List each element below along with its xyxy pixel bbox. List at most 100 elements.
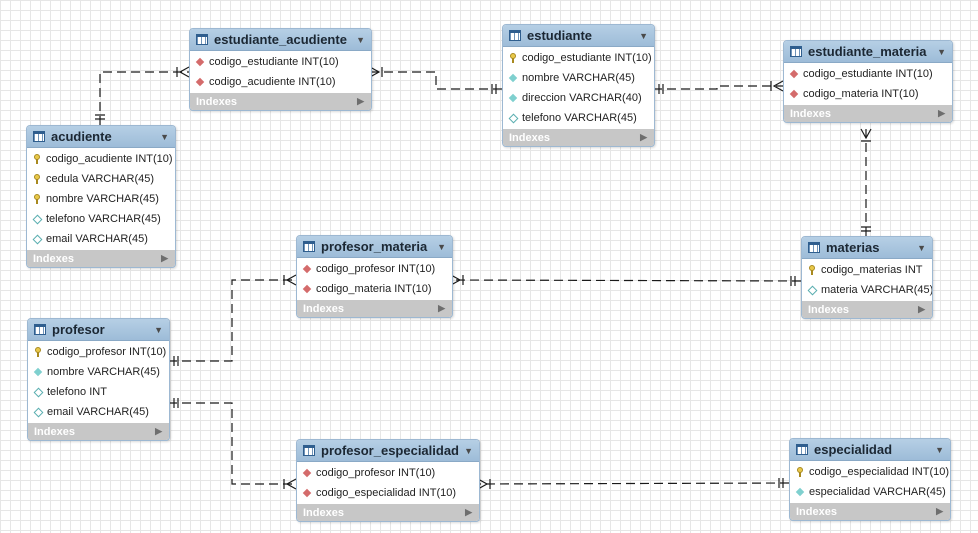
entity-title: estudiante_acudiente — [214, 32, 347, 47]
column-label: codigo_estudiante INT(10) — [803, 68, 933, 80]
nullable-column-icon — [33, 387, 43, 397]
table-icon — [808, 242, 820, 253]
column-row: codigo_materias INT — [802, 260, 932, 280]
entity-title: estudiante_materia — [808, 44, 927, 59]
indexes-section[interactable]: Indexes ▶ — [503, 129, 654, 146]
relationship-acudiente-estudiante-acudiente — [99, 71, 189, 125]
nullable-column-icon — [33, 407, 43, 417]
column-row: codigo_acudiente INT(10) — [27, 149, 175, 169]
indexes-section[interactable]: Indexes ▶ — [28, 423, 169, 440]
column-row: codigo_materia INT(10) — [297, 279, 452, 299]
entity-header[interactable]: profesor ▼ — [28, 319, 169, 341]
indexes-section[interactable]: Indexes ▶ — [297, 300, 452, 317]
column-attribute-icon — [795, 487, 805, 497]
indexes-label: Indexes — [790, 107, 831, 120]
entity-header[interactable]: estudiante_acudiente ▼ — [190, 29, 371, 51]
entity-title: estudiante — [527, 28, 593, 43]
relationship-profesor-profesor-materia — [168, 279, 296, 362]
expand-arrow-icon[interactable]: ▶ — [918, 304, 925, 314]
column-label: codigo_acudiente INT(10) — [209, 76, 336, 88]
collapse-arrow-icon[interactable]: ▼ — [160, 131, 169, 142]
expand-arrow-icon[interactable]: ▶ — [938, 108, 945, 118]
entity-header[interactable]: profesor_materia ▼ — [297, 236, 452, 258]
entity-header[interactable]: especialidad ▼ — [790, 439, 950, 461]
entity-header[interactable]: materias ▼ — [802, 237, 932, 259]
column-label: nombre VARCHAR(45) — [47, 366, 160, 378]
relationship-profesor-profesor-especialidad — [168, 402, 296, 485]
table-icon — [303, 241, 315, 252]
indexes-label: Indexes — [34, 425, 75, 438]
indexes-section[interactable]: Indexes ▶ — [802, 301, 932, 318]
column-row: especialidad VARCHAR(45) — [790, 482, 950, 502]
table-especialidad[interactable]: especialidad ▼ codigo_especialidad INT(1… — [789, 438, 951, 521]
foreign-key-icon — [302, 284, 312, 294]
column-row: nombre VARCHAR(45) — [503, 68, 654, 88]
column-row: telefono INT — [28, 382, 169, 402]
table-profesor-especialidad[interactable]: profesor_especialidad ▼ codigo_profesor … — [296, 439, 480, 522]
indexes-section[interactable]: Indexes ▶ — [784, 105, 952, 122]
indexes-label: Indexes — [33, 252, 74, 265]
table-estudiante-materia[interactable]: estudiante_materia ▼ codigo_estudiante I… — [783, 40, 953, 123]
column-row: codigo_profesor INT(10) — [28, 342, 169, 362]
many-marker — [477, 478, 491, 490]
indexes-label: Indexes — [303, 506, 344, 519]
table-profesor[interactable]: profesor ▼ codigo_profesor INT(10) nombr… — [27, 318, 170, 441]
indexes-section[interactable]: Indexes ▶ — [297, 504, 479, 521]
expand-arrow-icon[interactable]: ▶ — [161, 253, 168, 263]
table-icon — [33, 131, 45, 142]
indexes-section[interactable]: Indexes ▶ — [27, 250, 175, 267]
indexes-section[interactable]: Indexes ▶ — [790, 503, 950, 520]
table-profesor-materia[interactable]: profesor_materia ▼ codigo_profesor INT(1… — [296, 235, 453, 318]
collapse-arrow-icon[interactable]: ▼ — [917, 242, 926, 253]
many-marker — [450, 274, 464, 286]
indexes-section[interactable]: Indexes ▶ — [190, 93, 371, 110]
one-marker — [173, 356, 179, 366]
entity-header[interactable]: estudiante ▼ — [503, 25, 654, 47]
column-row: nombre VARCHAR(45) — [27, 189, 175, 209]
expand-arrow-icon[interactable]: ▶ — [936, 506, 943, 516]
column-row: codigo_especialidad INT(10) — [297, 483, 479, 503]
column-row: codigo_profesor INT(10) — [297, 463, 479, 483]
column-label: especialidad VARCHAR(45) — [809, 486, 946, 498]
relationship-materias-profesor-materia — [450, 279, 802, 282]
entity-header[interactable]: profesor_especialidad ▼ — [297, 440, 479, 462]
one-marker — [95, 114, 105, 120]
foreign-key-icon — [302, 264, 312, 274]
indexes-label: Indexes — [303, 302, 344, 315]
collapse-arrow-icon[interactable]: ▼ — [639, 30, 648, 41]
expand-arrow-icon[interactable]: ▶ — [640, 132, 647, 142]
table-icon — [790, 46, 802, 57]
table-estudiante[interactable]: estudiante ▼ codigo_estudiante INT(10) n… — [502, 24, 655, 147]
collapse-arrow-icon[interactable]: ▼ — [935, 444, 944, 455]
indexes-label: Indexes — [808, 303, 849, 316]
entity-header[interactable]: acudiente ▼ — [27, 126, 175, 148]
primary-key-icon — [508, 53, 518, 63]
expand-arrow-icon[interactable]: ▶ — [438, 303, 445, 313]
collapse-arrow-icon[interactable]: ▼ — [464, 445, 473, 456]
nullable-column-icon — [32, 234, 42, 244]
column-label: codigo_profesor INT(10) — [316, 263, 436, 275]
expand-arrow-icon[interactable]: ▶ — [357, 96, 364, 106]
collapse-arrow-icon[interactable]: ▼ — [937, 46, 946, 57]
expand-arrow-icon[interactable]: ▶ — [465, 507, 472, 517]
collapse-arrow-icon[interactable]: ▼ — [437, 241, 446, 252]
column-label: codigo_especialidad INT(10) — [809, 466, 950, 478]
table-materias[interactable]: materias ▼ codigo_materias INT materia V… — [801, 236, 933, 319]
primary-key-icon — [32, 174, 42, 184]
collapse-arrow-icon[interactable]: ▼ — [154, 324, 163, 335]
many-marker — [283, 274, 297, 286]
primary-key-icon — [795, 467, 805, 477]
foreign-key-icon — [195, 57, 205, 67]
column-attribute-icon — [33, 367, 43, 377]
column-label: telefono INT — [47, 386, 107, 398]
one-marker — [778, 478, 784, 488]
column-label: email VARCHAR(45) — [47, 406, 149, 418]
table-estudiante-acudiente[interactable]: estudiante_acudiente ▼ codigo_estudiante… — [189, 28, 372, 111]
entity-header[interactable]: estudiante_materia ▼ — [784, 41, 952, 63]
column-attribute-icon — [508, 93, 518, 103]
table-acudiente[interactable]: acudiente ▼ codigo_acudiente INT(10) ced… — [26, 125, 176, 268]
many-marker — [283, 478, 297, 490]
collapse-arrow-icon[interactable]: ▼ — [356, 34, 365, 45]
expand-arrow-icon[interactable]: ▶ — [155, 426, 162, 436]
column-row: telefono VARCHAR(45) — [27, 209, 175, 229]
